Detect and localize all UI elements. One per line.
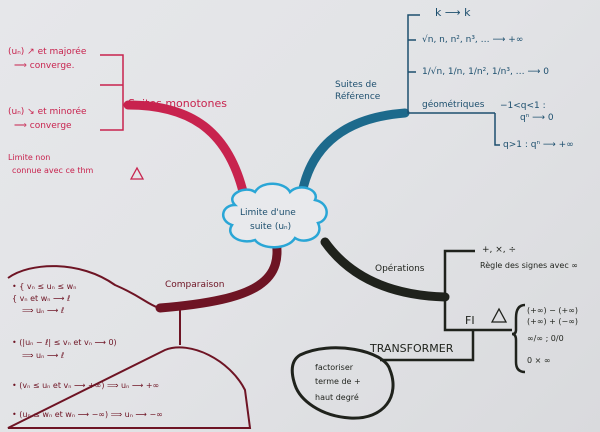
reference-title-line1: Suites de bbox=[335, 80, 377, 90]
comparaison-item: • (uₙ ≤ wₙ et wₙ ⟶ −∞) ⟹ uₙ ⟶ −∞ bbox=[12, 410, 163, 419]
fi-warning-triangle bbox=[490, 307, 508, 323]
fi-label: FI bbox=[465, 314, 475, 327]
fi-item: (+∞) − (+∞) bbox=[527, 306, 579, 315]
geometric-item: −1<q<1 : bbox=[500, 101, 546, 111]
comparaison-item: • (|uₙ − ℓ| ≤ vₙ et vₙ ⟶ 0) bbox=[12, 338, 117, 347]
comparaison-item: ⟹ uₙ ⟶ ℓ bbox=[22, 306, 65, 315]
reference-item: √n, n, n², n³, … ⟶ +∞ bbox=[422, 35, 524, 45]
branch-monotones bbox=[123, 100, 250, 205]
bracket-monotones bbox=[100, 54, 128, 131]
center-title-line2: suite (uₙ) bbox=[250, 222, 292, 232]
monotones-item: (uₙ) ↗ et majorée bbox=[8, 47, 87, 57]
operations-item: Règle des signes avec ∞ bbox=[480, 261, 578, 270]
monotones-item: ⟹ converge bbox=[14, 121, 72, 131]
transform-bubble bbox=[290, 346, 395, 420]
geometric-item: qⁿ ⟶ 0 bbox=[520, 113, 554, 123]
center-title-line1: Limite d'une bbox=[240, 208, 296, 218]
warning-triangle bbox=[129, 166, 145, 180]
branch-operations bbox=[320, 237, 450, 302]
comparaison-title: Comparaison bbox=[165, 280, 225, 290]
fi-brace bbox=[511, 303, 526, 374]
monotones-title: Suites monotones bbox=[128, 97, 227, 110]
bubble-text: terme de + bbox=[315, 377, 361, 386]
reference-item: géométriques bbox=[422, 100, 485, 110]
comparaison-frame bbox=[7, 265, 252, 429]
reference-title-line2: Référence bbox=[335, 92, 381, 102]
center-cloud bbox=[222, 182, 328, 249]
monotones-item: Limite non bbox=[8, 153, 51, 162]
bracket-operations bbox=[380, 249, 512, 362]
fi-item: 0 × ∞ bbox=[527, 356, 551, 365]
comparaison-item: ⟹ uₙ ⟶ ℓ bbox=[22, 351, 65, 360]
comparaison-item: { vₙ et wₙ ⟶ ℓ bbox=[12, 294, 71, 303]
monotones-item: connue avec ce thm bbox=[12, 166, 94, 175]
branch-comparaison bbox=[155, 230, 282, 313]
comparaison-item: • { vₙ ≤ uₙ ≤ wₙ bbox=[12, 282, 77, 291]
operations-item: +, ×, ÷ bbox=[482, 245, 517, 255]
transform-label: TRANSFORMER bbox=[370, 342, 454, 355]
bracket-reference bbox=[407, 14, 500, 146]
reference-item: 1/√n, 1/n, 1/n², 1/n³, … ⟶ 0 bbox=[422, 67, 550, 77]
fi-item: (+∞) + (−∞) bbox=[527, 317, 579, 326]
monotones-item: (uₙ) ↘ et minorée bbox=[8, 107, 87, 117]
bubble-text: factoriser bbox=[315, 363, 354, 372]
bubble-text: haut degré bbox=[315, 393, 359, 402]
reference-item: k ⟶ k bbox=[435, 6, 471, 19]
comparaison-item: • (vₙ ≤ uₙ et vₙ ⟶ +∞) ⟹ uₙ ⟶ +∞ bbox=[12, 381, 160, 390]
operations-title: Opérations bbox=[375, 264, 425, 274]
geometric-item: q>1 : qⁿ ⟶ +∞ bbox=[503, 140, 574, 150]
monotones-item: ⟹ converge. bbox=[14, 61, 75, 71]
fi-item: ∞/∞ ; 0/0 bbox=[527, 334, 564, 343]
